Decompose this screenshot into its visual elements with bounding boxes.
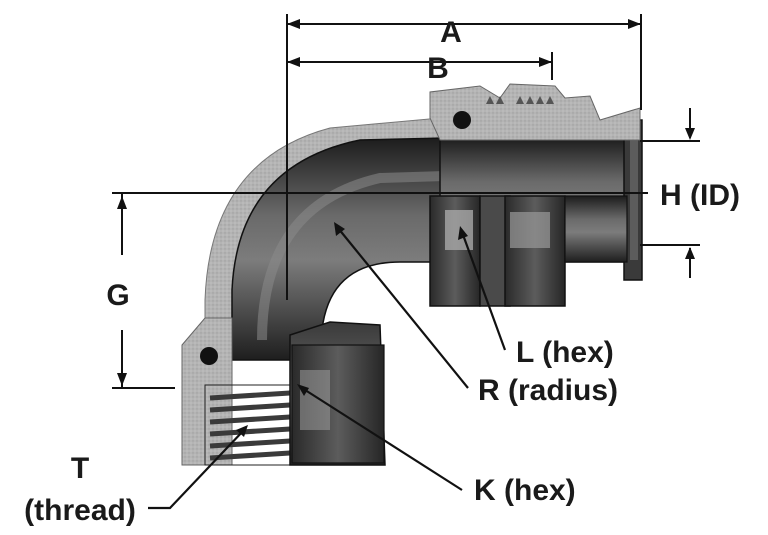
k-hex-nut [289, 321, 386, 466]
label-r-radius: R (radius) [478, 374, 618, 407]
top-oring [453, 111, 471, 129]
bend-highlight [257, 171, 446, 341]
label-k-hex: K (hex) [474, 474, 576, 507]
label-t: T [71, 452, 89, 485]
top-nut-section [429, 83, 641, 141]
label-g: G [106, 279, 129, 312]
l-hex-nut [429, 195, 566, 307]
left-oring [200, 347, 218, 365]
right-sleeve [564, 195, 628, 263]
label-a: A [440, 16, 462, 49]
label-thread: (thread) [24, 494, 136, 527]
fitting-body [181, 83, 643, 466]
leader-lines [148, 222, 507, 510]
dimension-lines [112, 14, 700, 389]
top-thread-teeth [486, 96, 554, 104]
thread-section [181, 317, 233, 466]
label-l-hex: L (hex) [516, 336, 614, 369]
label-b: B [427, 52, 449, 85]
label-h-id: H (ID) [660, 179, 740, 212]
t-thread-lines [209, 390, 291, 461]
labels: A B G H (ID) L (hex) R (radius) K (hex) … [24, 16, 740, 527]
